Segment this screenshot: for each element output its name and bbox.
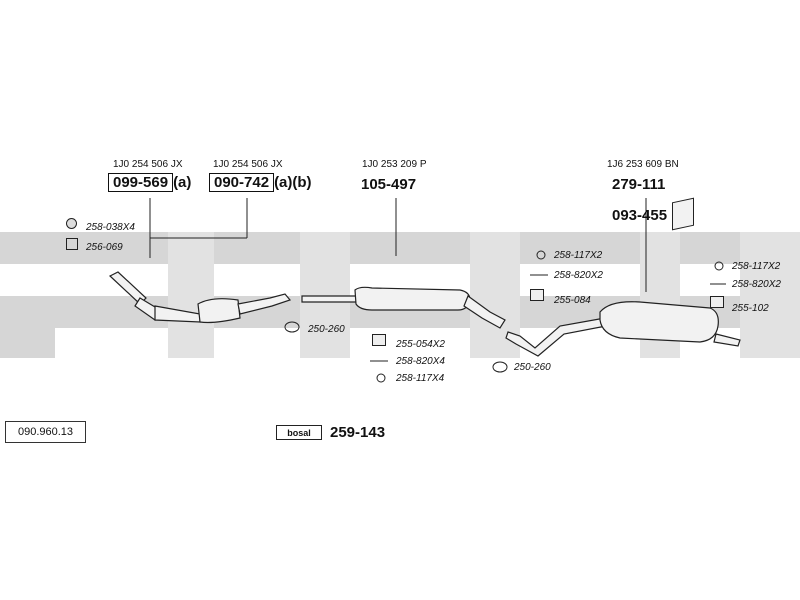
bracket-icon <box>672 197 694 231</box>
ref-255-054[interactable]: 255-054X2 <box>396 339 445 350</box>
part-number-rear[interactable]: 279-111 <box>612 176 666 193</box>
oem-number-cat2: 1J0 254 506 JX <box>213 159 283 170</box>
middle-muffler <box>301 286 506 329</box>
leader-lines <box>149 198 647 292</box>
oem-number-cat1: 1J0 254 506 JX <box>113 159 183 170</box>
part-suffix-cat2: (a)(b) <box>274 174 312 191</box>
ref-258-820-x2-b[interactable]: 258-820X2 <box>732 279 781 290</box>
ref-256-069[interactable]: 256-069 <box>86 242 123 253</box>
part-number-cat2[interactable]: 090-742 <box>209 173 275 192</box>
ref-255-084[interactable]: 255-084 <box>554 295 591 306</box>
oem-number-mid: 1J0 253 209 P <box>362 159 427 170</box>
ref-255-102[interactable]: 255-102 <box>732 303 769 314</box>
gasket-icon <box>66 238 78 250</box>
catalog-number: 090.960.13 <box>5 421 86 443</box>
rubber-mount-icon <box>530 289 544 301</box>
part-cat2: 090-742(a)(b) <box>209 173 312 192</box>
part-number-bracket[interactable]: 093-455 <box>612 207 668 224</box>
ref-258-117-x2-b[interactable]: 258-117X2 <box>732 261 781 272</box>
oem-number-rear: 1J6 253 609 BN <box>607 159 679 170</box>
nut-icon <box>66 218 77 229</box>
part-cat1: 099-569(a) <box>108 173 192 192</box>
hanger-icon <box>372 334 386 346</box>
rear-hanger-icon <box>710 296 724 308</box>
clamp-symbols <box>284 250 726 383</box>
rear-section <box>505 301 741 357</box>
ref-250-260-b[interactable]: 250-260 <box>514 362 551 373</box>
ref-258-820-x2-a[interactable]: 258-820X2 <box>554 270 603 281</box>
ref-258-117-x4[interactable]: 258-117X4 <box>396 373 445 384</box>
bosal-logo-text: bosal <box>287 427 311 438</box>
ref-250-260-a[interactable]: 250-260 <box>308 324 345 335</box>
part-number-mid[interactable]: 105-497 <box>361 176 417 193</box>
ref-258-038[interactable]: 258-038X4 <box>86 222 135 233</box>
ref-258-117-x2-a[interactable]: 258-117X2 <box>554 250 603 261</box>
part-suffix-cat1: (a) <box>173 174 192 191</box>
part-number-cat1[interactable]: 099-569 <box>108 173 174 192</box>
front-pipe <box>108 271 201 323</box>
set-code[interactable]: 259-143 <box>330 424 386 441</box>
ref-258-820-x4[interactable]: 258-820X4 <box>396 356 445 367</box>
catalytic-converter <box>197 293 292 324</box>
bosal-logo-icon: bosal <box>276 425 322 440</box>
